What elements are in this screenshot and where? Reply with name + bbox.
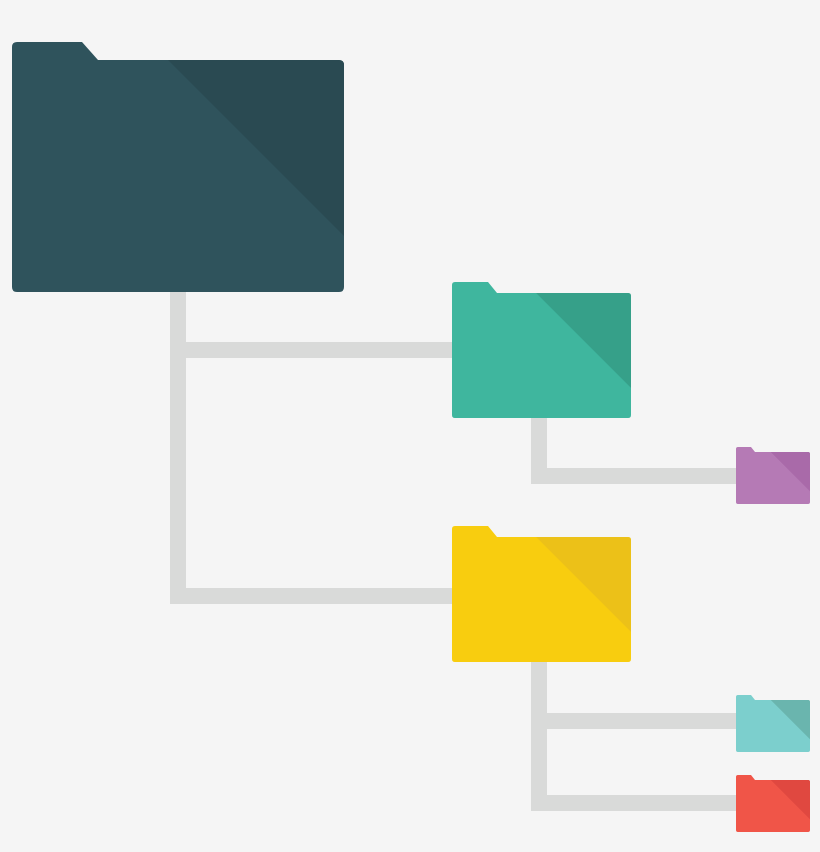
folder-nodes	[12, 42, 810, 832]
connector-root-yellow	[170, 292, 452, 604]
folder-red-shade	[770, 780, 810, 820]
folder-yellow-shade	[536, 537, 631, 632]
folder-teal-folder-icon[interactable]	[452, 282, 631, 418]
connector-yellow-cyan	[531, 662, 736, 729]
folder-purple-folder-icon[interactable]	[736, 447, 810, 504]
folder-root-shade	[168, 60, 344, 236]
folder-yellow-folder-icon[interactable]	[452, 526, 631, 662]
folder-cyan-folder-icon[interactable]	[736, 695, 810, 752]
folder-purple-shade	[770, 452, 810, 492]
connector-root-teal	[170, 292, 452, 358]
folder-root-folder-icon[interactable]	[12, 42, 344, 292]
connector-yellow-red	[531, 662, 736, 811]
connector-teal-purple	[531, 418, 736, 484]
folder-cyan-shade	[770, 700, 810, 740]
folder-red-folder-icon[interactable]	[736, 775, 810, 832]
folder-teal-shade	[536, 293, 631, 388]
connector-lines	[170, 292, 736, 811]
